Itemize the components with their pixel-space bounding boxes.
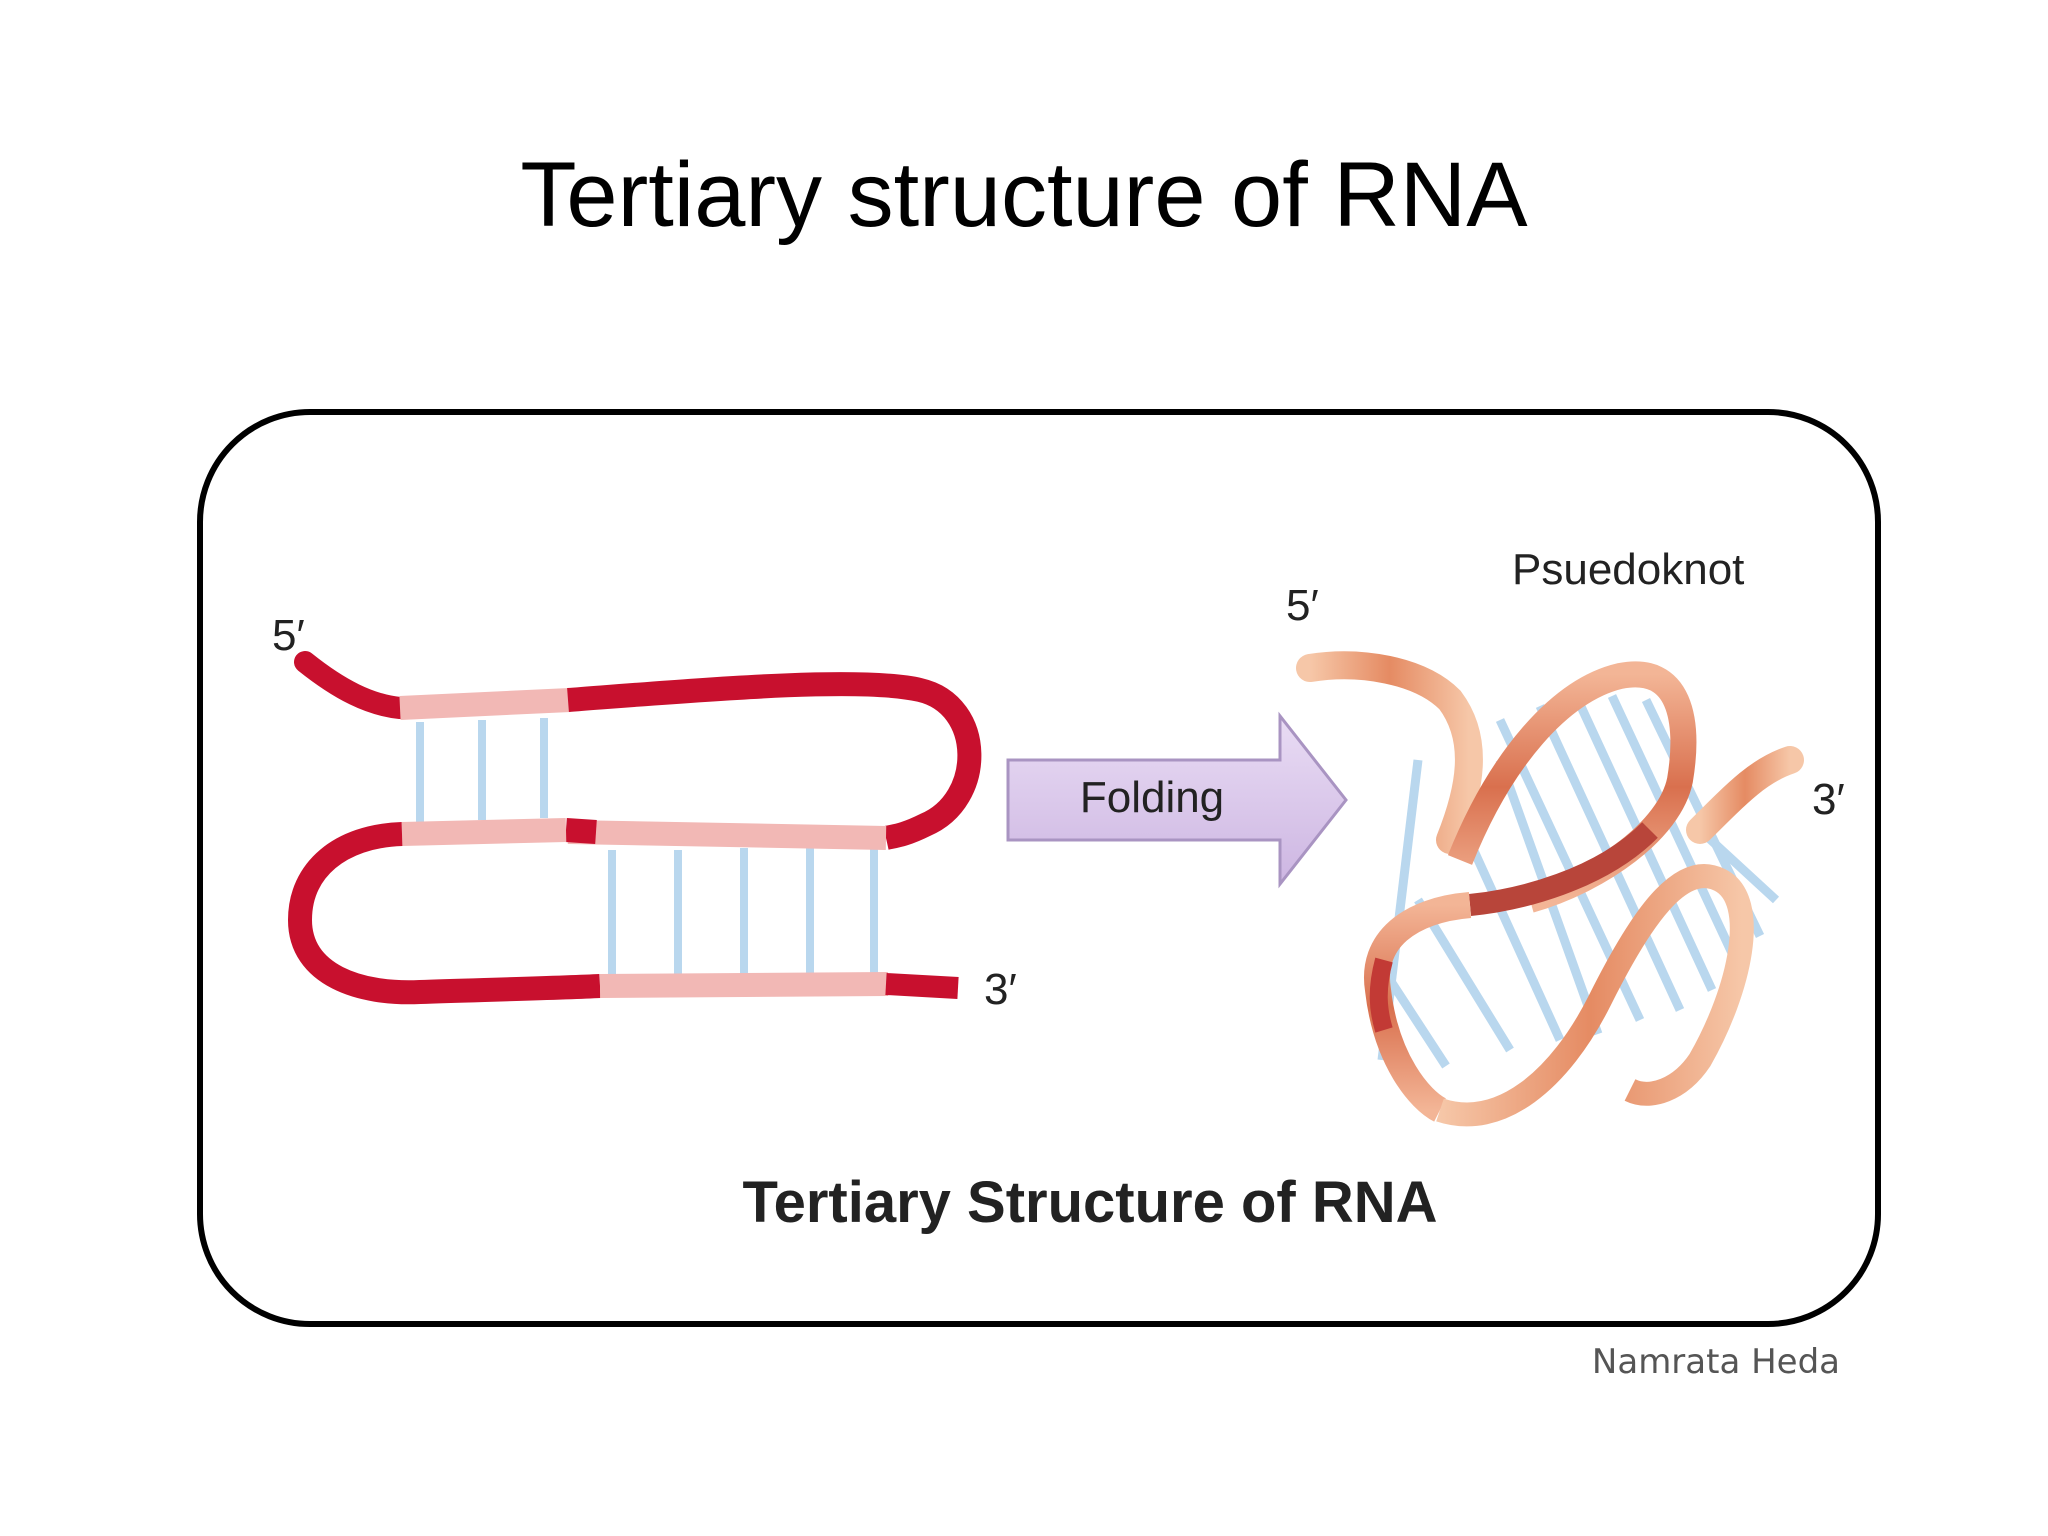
diagram-frame xyxy=(197,409,1881,1327)
ribbon-lower-left xyxy=(1364,892,1472,1122)
stem-upper-top xyxy=(399,688,571,720)
pseudoknot-structure: 5′ 3′ Psuedoknot xyxy=(1286,545,1845,1127)
base-pairs-upper xyxy=(416,718,548,822)
left-5prime-label: 5′ xyxy=(272,611,305,660)
stem-lower-bottom xyxy=(599,972,889,998)
base-pairs-lower xyxy=(608,844,878,976)
left-3prime-label: 3′ xyxy=(984,965,1017,1014)
strand-5prime-tail xyxy=(294,651,411,719)
pseudoknot-label: Psuedoknot xyxy=(1512,545,1744,594)
secondary-structure: 5′ 3′ xyxy=(272,611,1017,1014)
folding-arrow: Folding xyxy=(1006,711,1348,889)
folding-label: Folding xyxy=(1080,773,1224,822)
ribbon-5prime xyxy=(1296,651,1483,854)
hairpin-loop-left xyxy=(287,822,601,1005)
ribbon-3prime xyxy=(1686,746,1804,844)
strand-3prime-tail xyxy=(885,973,959,999)
author-credit: Namrata Heda xyxy=(1591,1342,1840,1382)
ribbon-left-accent xyxy=(1369,957,1393,1033)
right-5prime-label: 5′ xyxy=(1286,581,1319,630)
slide-title: Tertiary structure of RNA xyxy=(520,144,1528,246)
stem-upper-bottom xyxy=(401,818,567,846)
middle-dark-segment xyxy=(565,818,597,844)
diagram-caption: Tertiary Structure of RNA xyxy=(742,1170,1437,1235)
hairpin-loop-top xyxy=(567,672,982,850)
ribbon-dark-twist xyxy=(1468,822,1658,916)
right-3prime-label: 3′ xyxy=(1812,775,1845,824)
ribbon-bottom-sweep xyxy=(1436,864,1754,1127)
stem-middle-strand xyxy=(567,820,887,850)
